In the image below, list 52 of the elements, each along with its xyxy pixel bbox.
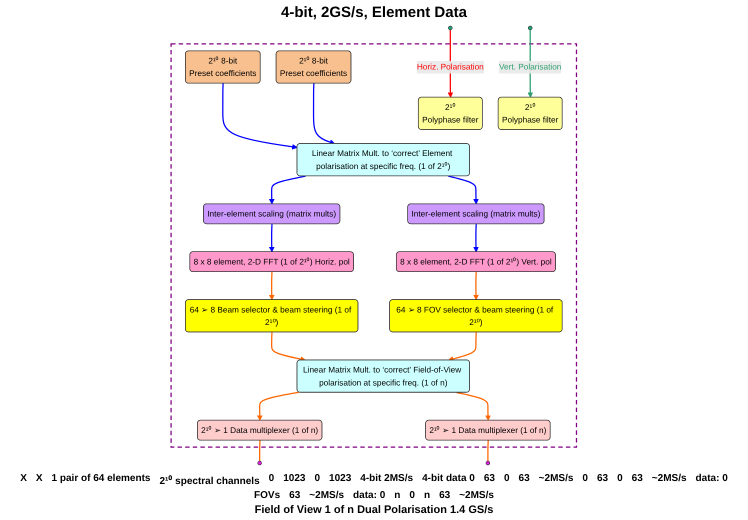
annotation-label: 1023 (329, 473, 352, 486)
arrow (448, 332, 478, 362)
annotation-label: 2¹⁰ spectral channels (159, 474, 260, 487)
diagram-title: 4-bit, 2GS/s, Element Data (281, 4, 467, 21)
annotation-label: data: 0 (696, 473, 728, 486)
annotation-label: 63 (439, 490, 450, 501)
connector (487, 440, 490, 462)
annotation-label: 0 (582, 473, 588, 486)
annotation-label: 63 (484, 473, 495, 486)
annotation-label: n (394, 490, 400, 501)
annotation-label: 4-bit data 0 (422, 473, 475, 486)
annotation-label: 0 (617, 473, 623, 486)
edge-label: Vert. Polarisation (499, 62, 562, 72)
node-circle (486, 460, 490, 466)
annotation-label: X (20, 473, 27, 486)
arrow (257, 392, 300, 421)
arrow (271, 332, 306, 362)
annotation-label: 0 (314, 473, 320, 486)
arrow (473, 224, 479, 252)
annotation-label: ~2MS/s (459, 490, 494, 501)
annotation-label: ~2MS/s (538, 473, 574, 486)
annotation-label: 4-bit 2MS/s (360, 473, 414, 486)
arrow (269, 272, 275, 300)
annotation-label: 0 (268, 473, 274, 486)
arrow (269, 224, 275, 252)
connector (259, 440, 261, 462)
node-circle (448, 26, 453, 30)
diagram-caption: Field of View 1 of n Dual Polarisation 1.4 GS/s (254, 504, 494, 516)
cluster (170, 43, 578, 448)
annotation-label: 0 (504, 473, 510, 486)
arrow (456, 392, 491, 421)
annotation-label: 63 (518, 473, 530, 486)
annotation-label: X (36, 473, 43, 486)
arrow (473, 272, 479, 300)
annotation-label: 63 (596, 473, 608, 486)
annotation-label: 1023 (283, 473, 306, 486)
arrow (313, 83, 336, 145)
annotation-label: FOVs (254, 490, 280, 501)
node-circle (528, 26, 533, 30)
annotation-label: 63 (632, 473, 643, 486)
annotation-label: 1 pair of 64 elements (52, 473, 150, 486)
annotation-label: 0 (409, 490, 415, 501)
arrow (222, 83, 298, 150)
arrow (269, 176, 306, 204)
annotation-label: n (424, 490, 430, 501)
annotation-label: 63 (289, 490, 300, 501)
annotation-label: data: 0 (353, 490, 386, 501)
annotation-label: ~2MS/s (652, 473, 687, 486)
arrow (448, 176, 479, 204)
annotation-label: ~2MS/s (309, 490, 344, 501)
edge-label: Horiz. Polarisation (417, 62, 484, 72)
node-circle (258, 460, 262, 466)
